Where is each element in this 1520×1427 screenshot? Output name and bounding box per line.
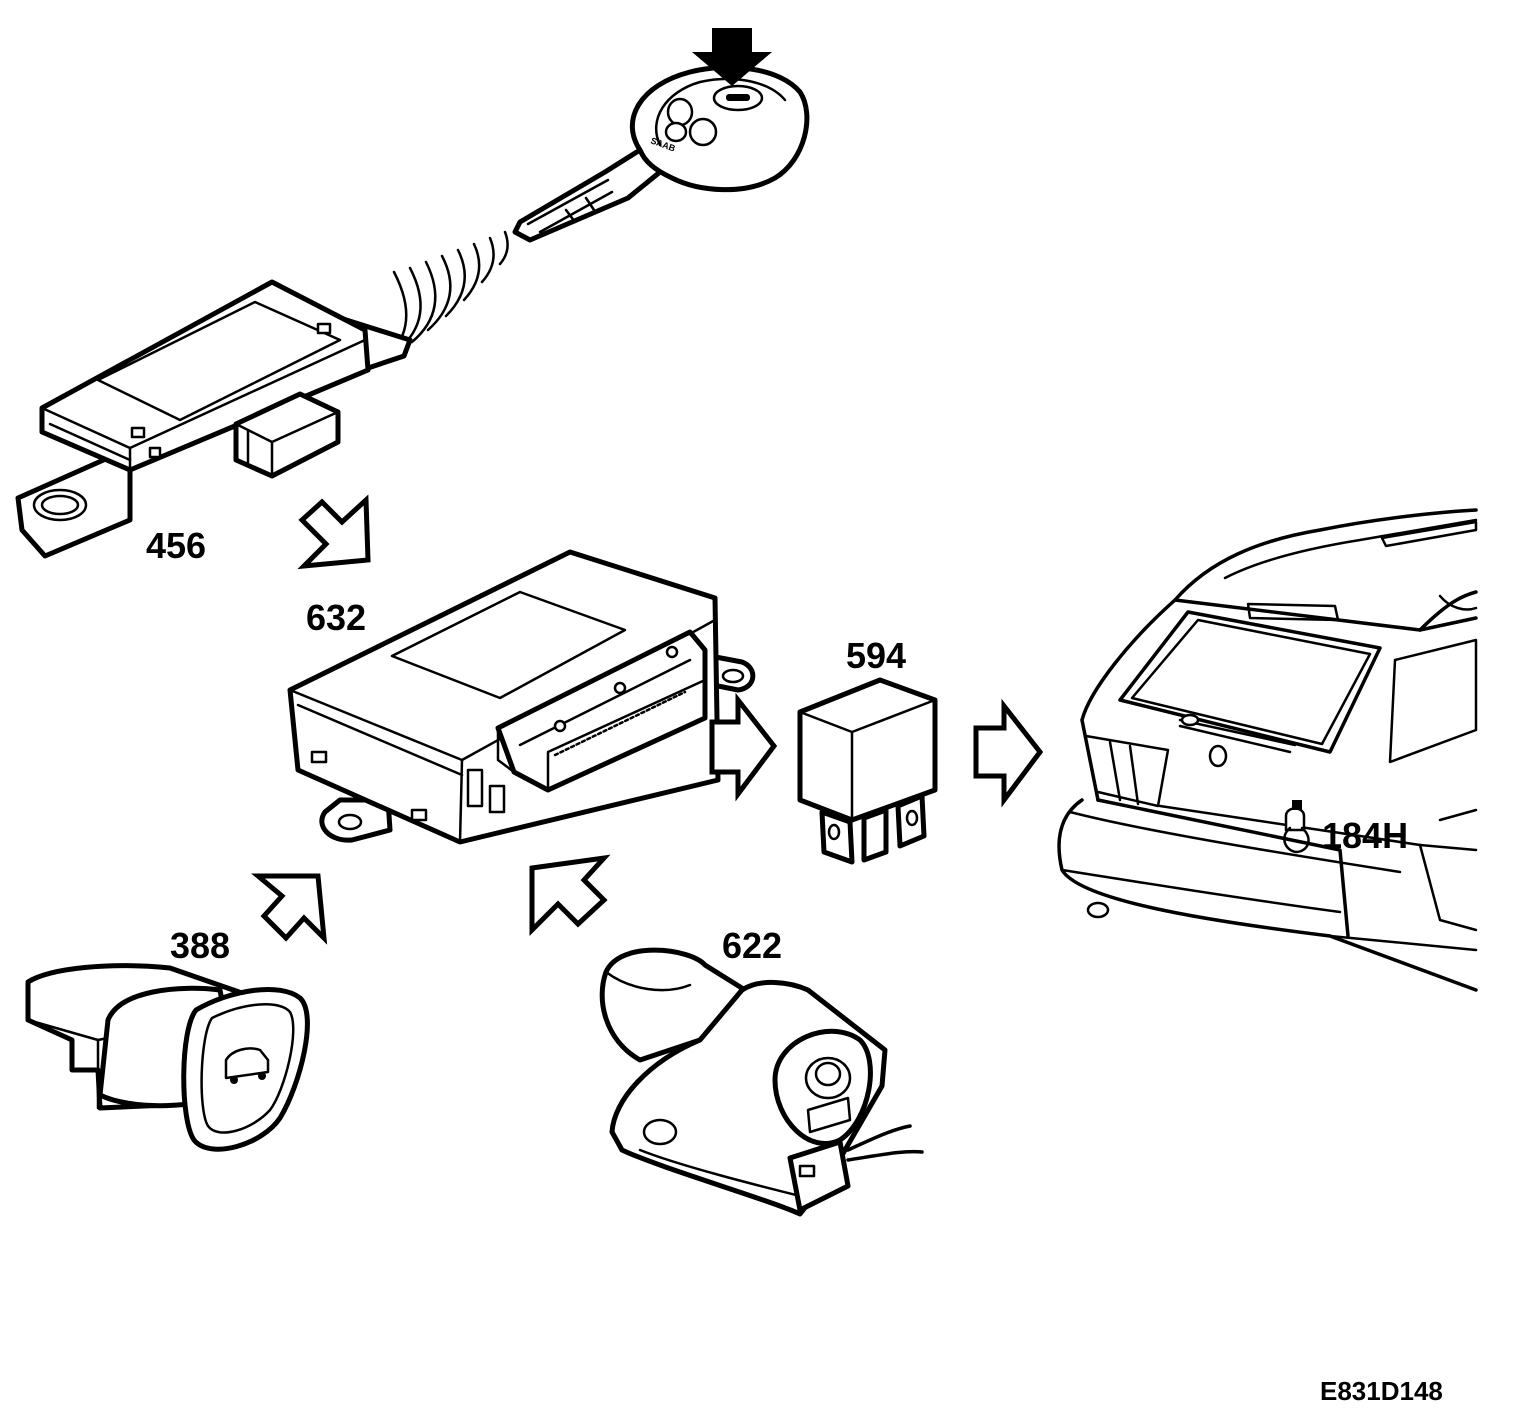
lock-switch-622 bbox=[599, 947, 924, 1217]
signal-arrow-594-to-184h bbox=[973, 698, 1044, 808]
relay-594 bbox=[797, 677, 938, 865]
label-594: 594 bbox=[846, 635, 907, 676]
label-388: 388 bbox=[170, 925, 231, 966]
signal-arrow-632-to-594 bbox=[709, 692, 778, 802]
label-622: 622 bbox=[722, 925, 783, 966]
label-632: 632 bbox=[306, 597, 367, 638]
control-module-632 bbox=[287, 549, 756, 845]
signal-arrow-456-to-632 bbox=[297, 494, 371, 570]
car-rear-184h bbox=[1057, 508, 1478, 992]
label-456: 456 bbox=[146, 525, 207, 566]
receiver-module-456 bbox=[15, 279, 413, 559]
signal-arrow-388-to-632 bbox=[251, 873, 328, 945]
label-184h: 184H bbox=[1322, 815, 1409, 856]
remote-key-fob: SAAB bbox=[512, 28, 810, 243]
hood-switch-388 bbox=[25, 963, 310, 1152]
signal-arrow-622-to-632 bbox=[529, 854, 611, 937]
figure-reference: E831D148 bbox=[1320, 1376, 1443, 1406]
